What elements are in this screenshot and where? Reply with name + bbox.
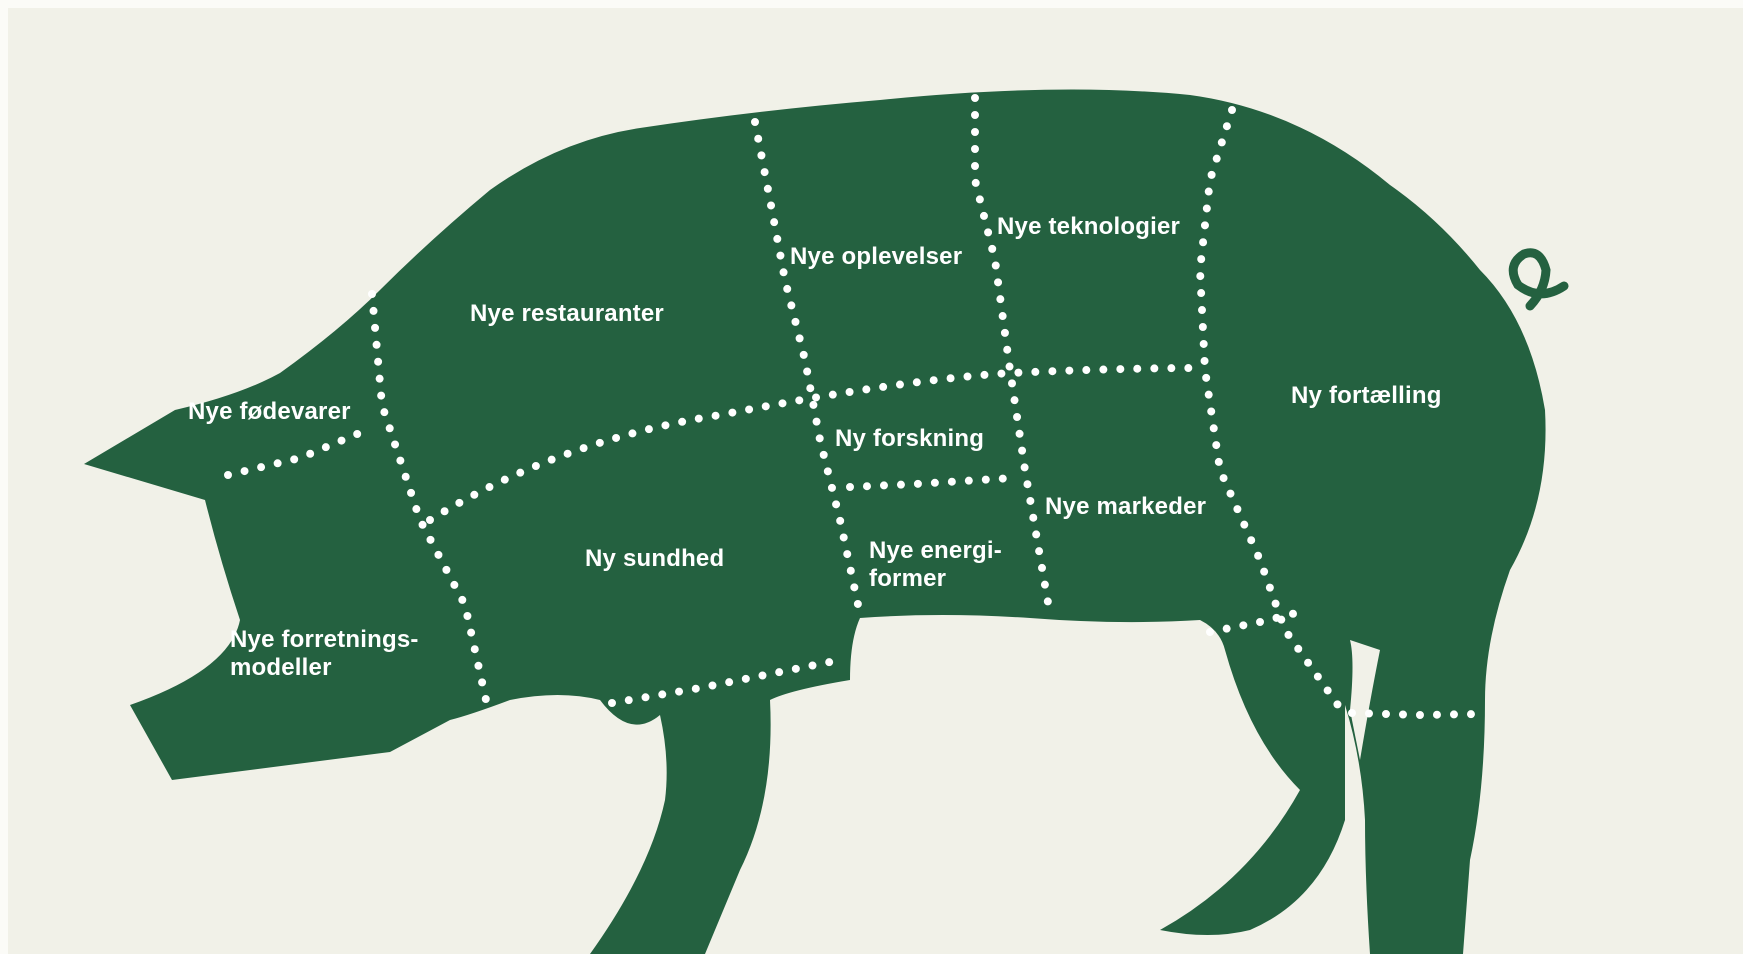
pig-body — [84, 90, 1546, 954]
cut-label-nye-teknologier: Nye teknologier — [997, 213, 1180, 241]
cut-label-nye-markeder: Nye markeder — [1045, 493, 1206, 521]
cut-label-ny-sundhed: Ny sundhed — [585, 545, 724, 573]
cut-label-nye-oplevelser: Nye oplevelser — [790, 243, 962, 271]
cut-label-nye-restauranter: Nye restauranter — [470, 300, 664, 328]
cut-label-ny-fortaelling: Ny fortælling — [1291, 382, 1442, 410]
cut-label-ny-forskning: Ny forskning — [835, 425, 984, 453]
cut-label-nye-energiformer: Nye energi- former — [869, 537, 1002, 593]
cut-label-nye-fodevarer: Nye fødevarer — [188, 398, 351, 426]
pig-tail — [1513, 253, 1564, 306]
cut-label-nye-forretningsmodeller: Nye forretnings- modeller — [230, 626, 419, 682]
